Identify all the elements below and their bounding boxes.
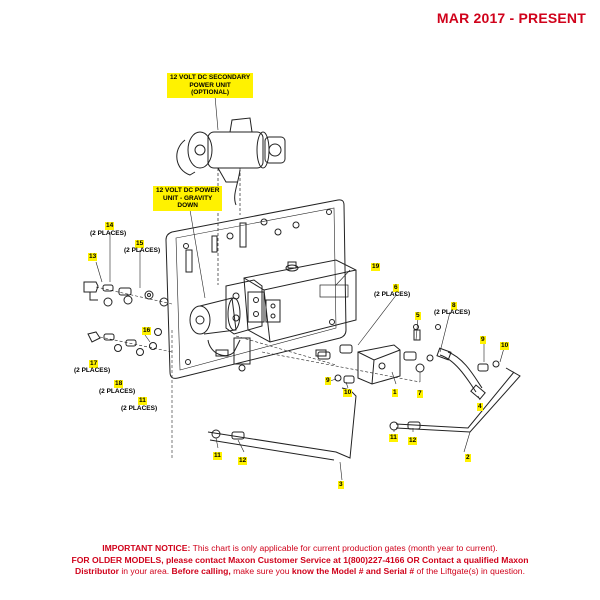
part-number-10: 10 [500,342,510,350]
part-number-9: 9 [325,377,331,385]
quantity-label: (2 PLACES) [121,405,158,412]
quantity-label: (2 PLACES) [374,291,411,298]
notice-line-1: IMPORTANT NOTICE: This chart is only app… [0,543,600,555]
hose-drawing [436,347,486,400]
part-number-12: 12 [408,437,418,445]
part-number-15: 15 [135,240,145,248]
part-number-10: 10 [343,389,353,397]
notice-heading: IMPORTANT NOTICE: [102,543,191,553]
callout-line: UNIT - GRAVITY [163,194,213,202]
secondary-power-unit-drawing [176,117,286,206]
part-number-5: 5 [415,312,421,320]
part-number-6: 6 [393,284,399,292]
quantity-label: (2 PLACES) [124,247,161,254]
quantity-label: (2 PLACES) [90,230,127,237]
left-fittings-drawing [83,281,169,356]
callout-line: (OPTIONAL) [191,89,230,96]
exploded-parts-drawing [83,95,521,481]
part-number-11: 11 [138,397,147,405]
gravity-down-power-unit-callout: 12 VOLT DC POWER UNIT - GRAVITY DOWN [153,186,223,211]
part-number-14: 14 [105,222,115,230]
quantity-label: (2 PLACES) [99,388,136,395]
reservoir-drawing [243,259,357,343]
notice-text: Before calling, [171,566,231,576]
part-number-11: 11 [213,452,222,460]
part-number-18: 18 [114,380,124,388]
part-number-12: 12 [238,457,248,465]
quantity-label: (2 PLACES) [434,309,471,316]
notice-line-3: Distributor in your area. Before calling… [0,566,600,578]
notice-text: This chart is only applicable for curren… [190,543,498,553]
part-number-16: 16 [142,327,152,335]
callout-line: DOWN [177,202,199,209]
secondary-power-unit-callout: 12 VOLT DC SECONDARY POWER UNIT (OPTIONA… [167,73,254,98]
part-number-9: 9 [480,336,486,344]
callout-line: POWER UNIT [189,81,231,89]
part-number-13: 13 [88,253,98,261]
quantity-label: (2 PLACES) [74,367,111,374]
date-range-title: MAR 2017 - PRESENT [436,10,586,26]
part-number-8: 8 [451,302,457,310]
tube-lines-drawing [207,349,521,461]
main-motor-drawing [189,297,241,335]
part-number-19: 19 [371,263,381,271]
important-notice: IMPORTANT NOTICE: This chart is only app… [0,543,600,578]
part-number-1: 1 [392,389,398,397]
notice-text: know the Model # and Serial # [291,566,415,576]
callout-line: 12 VOLT DC POWER [156,187,220,194]
notice-line-2: FOR OLDER MODELS, please contact Maxon C… [0,555,600,567]
notice-text: of the Liftgate(s) in question. [414,566,525,576]
callout-line: 12 VOLT DC SECONDARY [170,74,251,81]
pump-block-drawing [207,279,281,372]
part-number-3: 3 [338,481,344,489]
part-number-7: 7 [417,390,423,398]
part-number-4: 4 [477,403,483,411]
notice-text: Distributor [75,566,119,576]
mounting-plate-drawing [165,199,347,379]
notice-text: make sure you [230,566,292,576]
part-number-2: 2 [465,454,471,462]
part-number-17: 17 [89,360,99,368]
notice-text: FOR OLDER MODELS, please contact Maxon C… [71,554,529,565]
notice-text: in your area. [118,566,172,576]
part-number-11: 11 [389,434,398,442]
